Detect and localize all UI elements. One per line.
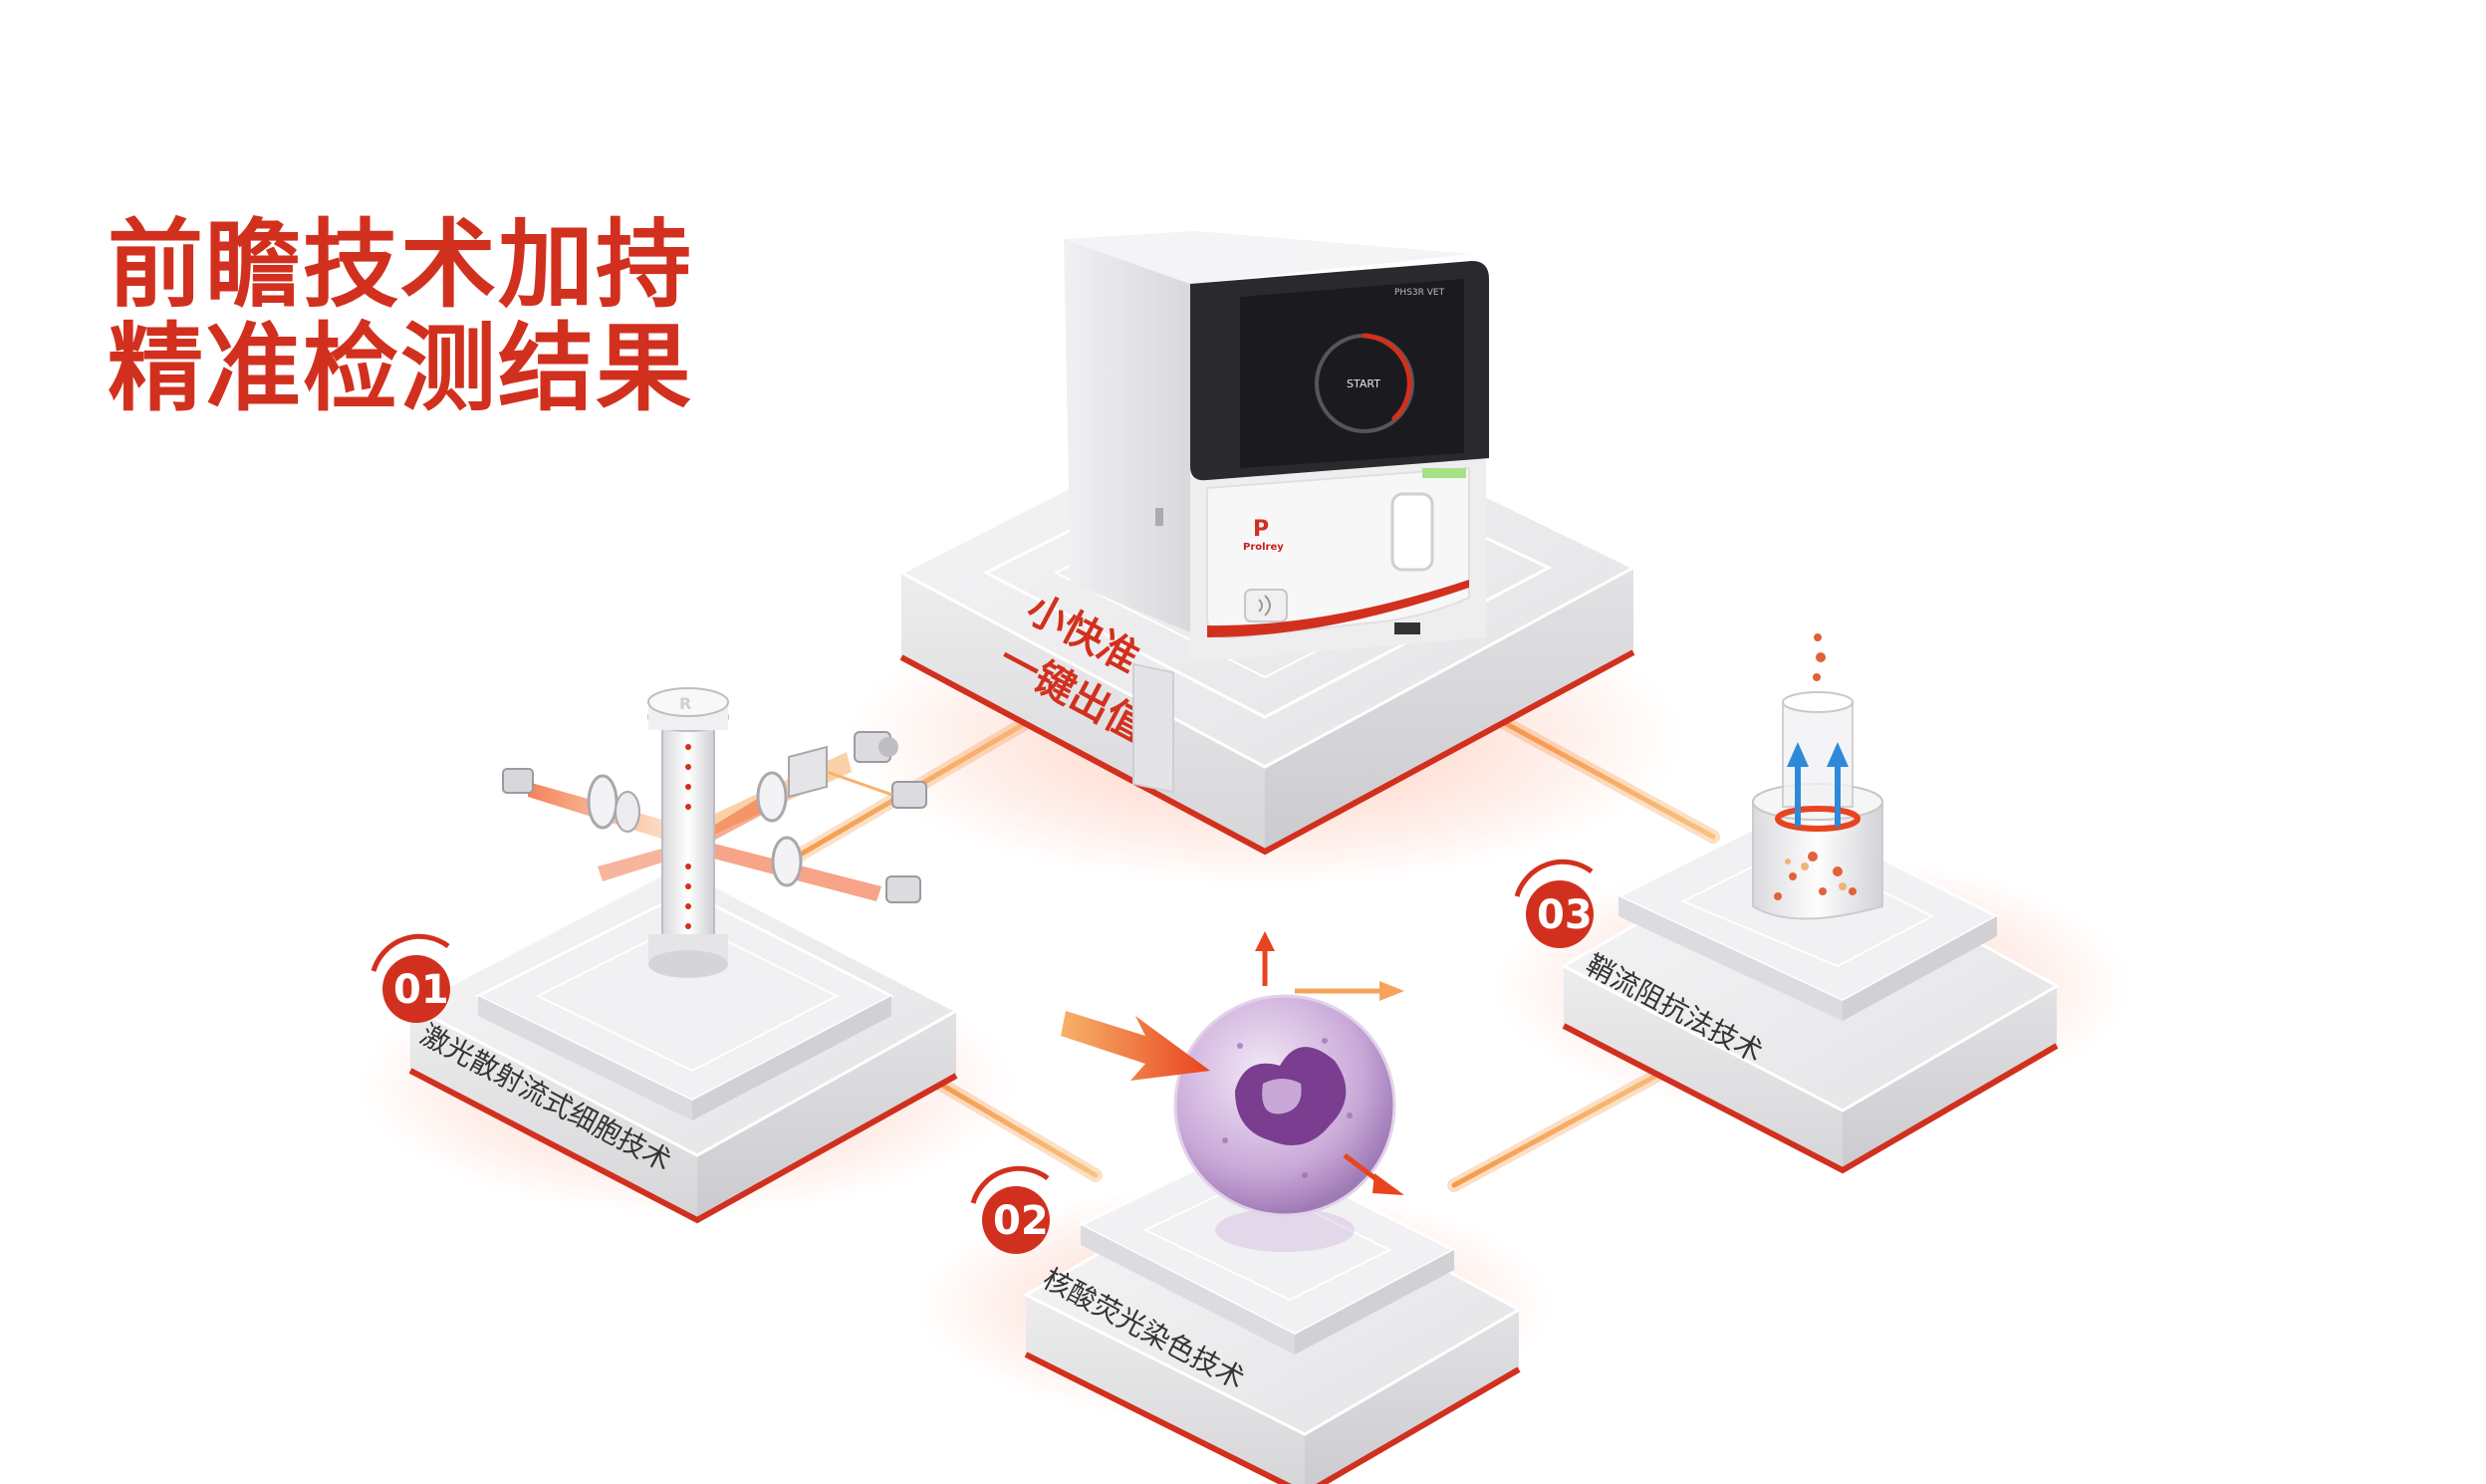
headline-line-1: 前瞻技术加持 [108,209,693,321]
side-latch [1155,508,1163,526]
fluorescent-cell-icon [1061,931,1404,1252]
sample-indicator [1422,468,1466,478]
brand-logo: P [1253,517,1269,542]
badge-01-number: 01 [393,967,449,1013]
badge-03 [1526,880,1594,948]
contactless-icon[interactable] [1244,589,1288,622]
headline-line-2: 精准检测结果 [108,313,693,424]
badge-01 [382,955,450,1023]
badge-02 [982,1186,1050,1254]
brand-name: Prolrey [1243,542,1284,553]
start-button[interactable]: START [1347,377,1380,390]
platform-03: 03 鞘流阻抗法技术 [1494,810,2131,1174]
sheath-flow-tube-icon [1752,633,1883,920]
analyzer-device: PHS3R VET START P Prolrey [1064,231,1489,794]
badge-03-number: 03 [1537,892,1593,938]
device-model: PHS3R VET [1394,288,1445,298]
platform-01: 01 激光散射流式细胞技术 [359,865,1016,1224]
sample-door[interactable] [1390,492,1434,572]
platform-02: 02 核酸荧光染色技术 [916,1143,1554,1484]
side-vent [1132,662,1174,794]
device-screen [1240,279,1464,468]
badge-02-number: 02 [993,1198,1049,1244]
laser-flow-cytometry-icon: R [502,687,927,978]
svg-text:R: R [679,694,691,713]
